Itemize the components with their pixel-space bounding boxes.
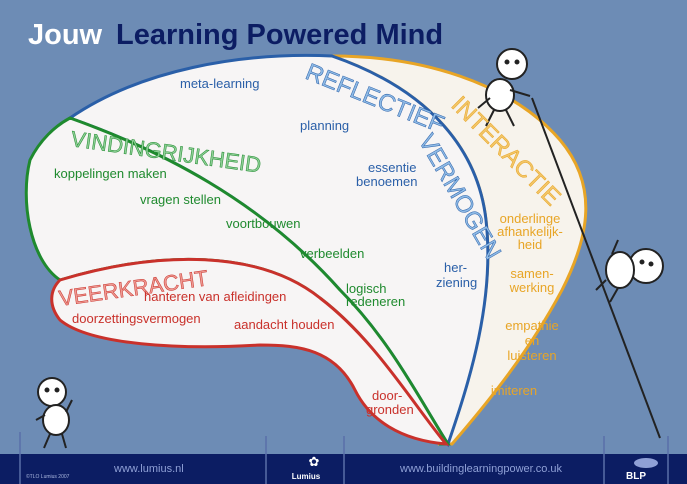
blp-logo-icon [634, 458, 658, 468]
item-planning: planning [300, 118, 349, 133]
item-heid: heid [518, 237, 543, 252]
footer-copyright: ©TLO Lumius 2007 [26, 473, 70, 480]
item-vragen-stellen: vragen stellen [140, 192, 221, 207]
title-main: Learning Powered Mind [116, 19, 443, 51]
item-aandacht-houden: aandacht houden [234, 317, 334, 332]
stick-figure-top [477, 48, 531, 127]
item-logisch: logisch [346, 281, 386, 296]
item-verbeelden: verbeelden [300, 246, 364, 261]
item-redeneren: redeneren [346, 294, 405, 309]
item-samen: samen- [510, 266, 553, 281]
blp-logo-text: BLP [626, 471, 646, 482]
lumius-logo-text: Lumius [292, 472, 321, 481]
item-her: her- [444, 260, 467, 275]
item-essentie: essentie [368, 160, 416, 175]
rope [531, 97, 661, 439]
blp-logo: BLP [626, 458, 658, 482]
item-onderlinge: onderlinge [500, 211, 561, 226]
footer-link-blp[interactable]: www.buildinglearningpower.co.uk [399, 463, 563, 475]
item-koppelingen-maken: koppelingen maken [54, 166, 167, 181]
stick-figure-right [595, 239, 664, 303]
item-benoemen: benoemen [356, 174, 417, 189]
item-empathie: empathie [505, 318, 558, 333]
footer-link-lumius[interactable]: www.lumius.nl [113, 463, 184, 475]
item-doorzettingsvermogen: doorzettingsvermogen [72, 311, 201, 326]
item-werking: werking [509, 280, 555, 295]
lumius-logo: ✿ Lumius [292, 454, 321, 481]
item-voortbouwen: voortbouwen [226, 216, 300, 231]
item-door: door- [372, 388, 402, 403]
title-prefix: Jouw [28, 19, 103, 51]
item-imiteren: imiteren [491, 383, 537, 398]
item-en: en [525, 333, 539, 348]
item-luisteren: luisteren [507, 348, 556, 363]
footer-dividers [19, 432, 669, 484]
item-gronden: gronden [366, 402, 414, 417]
item-ziening: ziening [436, 275, 477, 290]
lumius-logo-icon: ✿ [309, 454, 320, 469]
item-afhankelijk: afhankelijk- [497, 224, 563, 239]
veerkracht-section [50, 257, 450, 446]
item-hanteren-van-afleidingen: hanteren van afleidingen [144, 289, 286, 304]
stick-figure-bottom-left [35, 377, 73, 449]
item-meta-learning: meta-learning [180, 76, 260, 91]
